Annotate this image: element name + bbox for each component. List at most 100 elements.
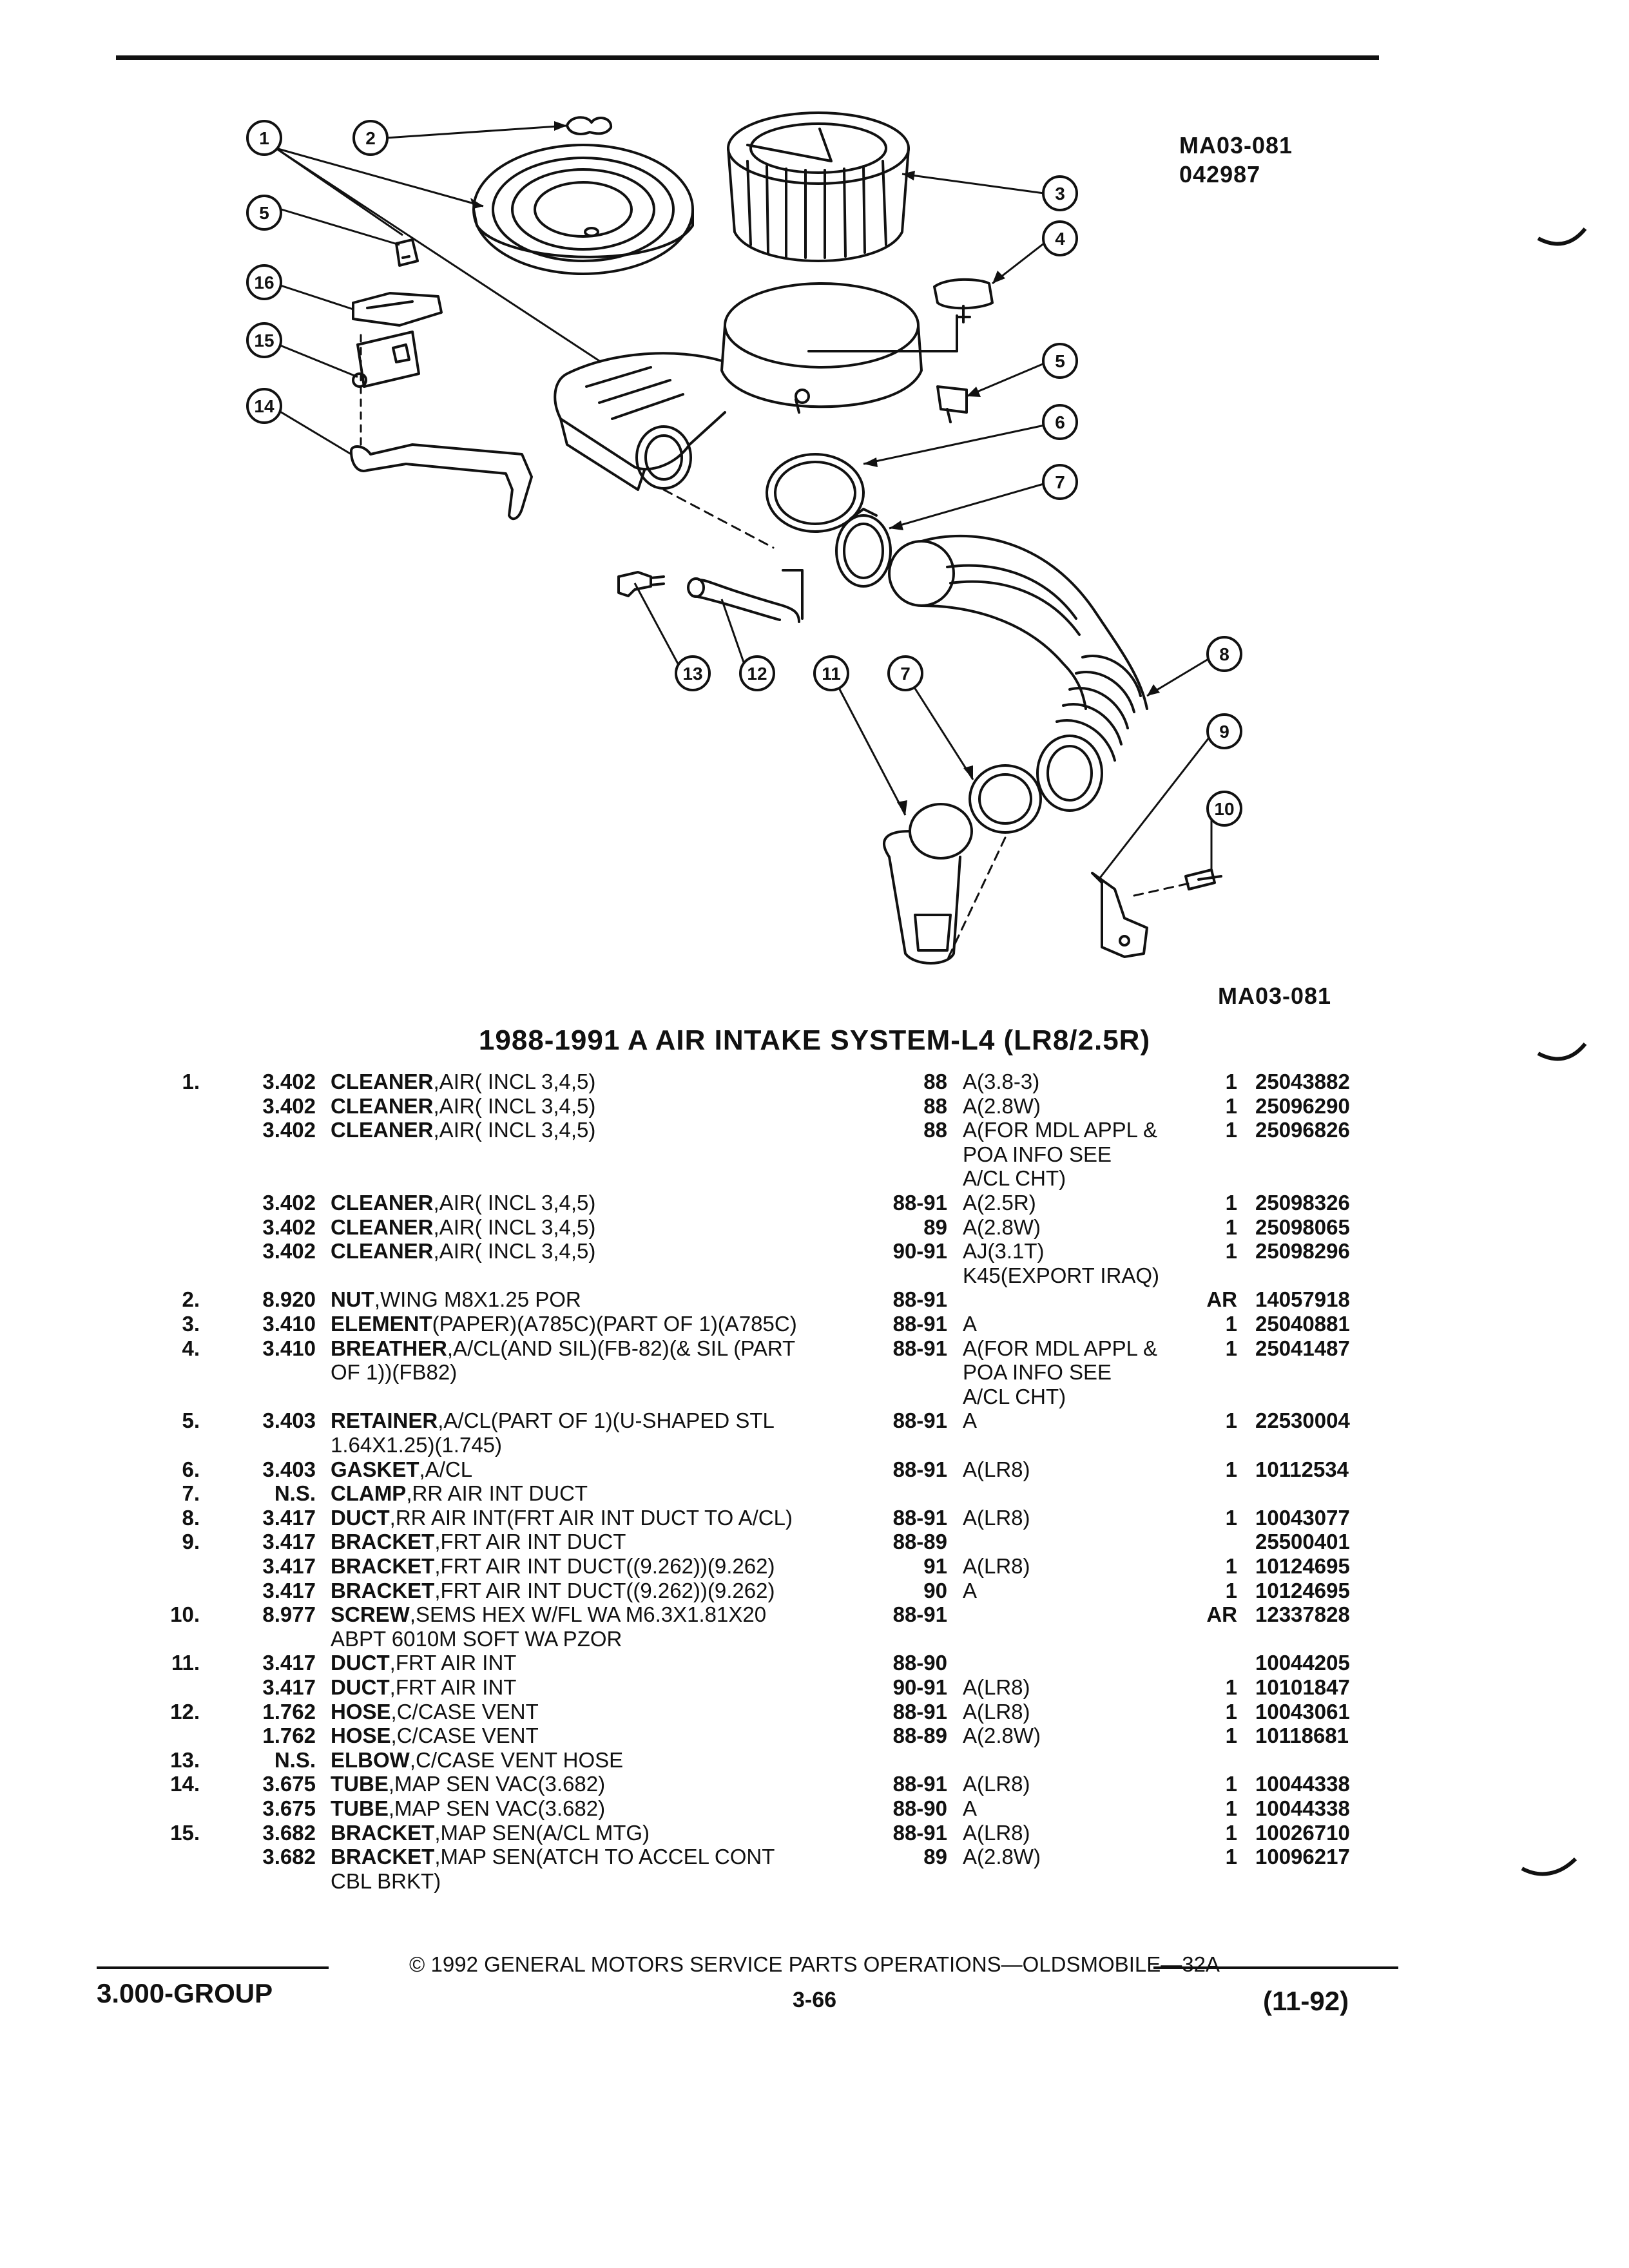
description-continuation: 1.64X1.25)(1.745) — [331, 1433, 503, 1457]
part-name: ELEMENT — [331, 1312, 432, 1336]
table-row: 13.N.S.ELBOW,C/CASE VENT HOSE — [0, 1748, 1629, 1772]
part-description: ELBOW,C/CASE VENT HOSE — [331, 1748, 623, 1772]
part-detail: ,FRT AIR INT DUCT — [434, 1530, 626, 1554]
margin-mark — [1537, 227, 1587, 246]
part-number: 12337828 — [1255, 1602, 1350, 1627]
part-description: TUBE,MAP SEN VAC(3.682) — [331, 1796, 605, 1820]
usage-code: A(FOR MDL APPL & — [963, 1118, 1157, 1142]
quantity: 1 — [1225, 1457, 1237, 1481]
part-description: BRACKET,FRT AIR INT DUCT((9.262))(9.262) — [331, 1554, 775, 1578]
callout-label: 9 — [1219, 722, 1229, 742]
map-sensor-upper-bracket — [352, 292, 443, 327]
quantity: 1 — [1225, 1724, 1237, 1748]
model-years: 88 — [923, 1118, 947, 1142]
item-number: 11. — [171, 1651, 200, 1675]
footer-rule-left — [97, 1966, 329, 1969]
usage-continuation: A/CL CHT) — [963, 1384, 1066, 1408]
part-name: TUBE — [331, 1772, 389, 1796]
part-name: CLEANER — [331, 1070, 434, 1093]
part-number: 10026710 — [1255, 1820, 1350, 1845]
callout-label: 8 — [1219, 644, 1229, 664]
quantity: AR — [1206, 1287, 1237, 1312]
part-description: CLEANER,AIR( INCL 3,4,5) — [331, 1191, 595, 1215]
model-years: 89 — [923, 1845, 947, 1869]
model-years: 88-91 — [892, 1336, 947, 1360]
part-detail: ,SEMS HEX W/FL WA M6.3X1.81X20 — [409, 1602, 767, 1627]
part-detail: ,MAP SEN VAC(3.682) — [388, 1796, 606, 1820]
usage-code: A(LR8) — [963, 1820, 1030, 1845]
table-row: ABPT 6010M SOFT WA PZOR — [0, 1627, 1629, 1651]
part-description: NUT,WING M8X1.25 POR — [331, 1287, 581, 1311]
callout-label: 5 — [1055, 351, 1065, 371]
part-number: 25096290 — [1255, 1093, 1350, 1118]
part-description: CLEANER,AIR( INCL 3,4,5) — [331, 1215, 595, 1239]
table-row: A/CL CHT) — [0, 1385, 1629, 1408]
map-sensor-vacuum-tube — [350, 443, 533, 521]
part-number: 10101847 — [1255, 1675, 1350, 1699]
item-number: 8. — [182, 1505, 200, 1530]
retainer-clip-left — [395, 238, 419, 267]
crankcase-vent-hose — [687, 569, 804, 623]
part-name: BRACKET — [331, 1845, 435, 1869]
part-name: CLAMP — [331, 1481, 407, 1506]
group-number: 3.417 — [262, 1505, 316, 1530]
model-years: 88-91 — [892, 1772, 947, 1796]
part-number: 25098065 — [1255, 1215, 1350, 1239]
part-number: 10044205 — [1255, 1651, 1350, 1675]
usage-code: A(2.8W) — [963, 1215, 1041, 1239]
model-years: 88-91 — [892, 1287, 947, 1312]
usage-code: AJ(3.1T) — [963, 1239, 1045, 1264]
part-description: BREATHER,A/CL(AND SIL)(FB-82)(& SIL (PAR… — [331, 1336, 795, 1360]
part-name: HOSE — [331, 1724, 391, 1748]
footer-date: (11-92) — [1263, 1986, 1349, 2016]
group-number: 3.402 — [262, 1191, 316, 1215]
part-number: 10044338 — [1255, 1796, 1350, 1820]
table-row: 1.64X1.25)(1.745) — [0, 1433, 1629, 1457]
part-detail: ,C/CASE VENT HOSE — [409, 1747, 624, 1772]
model-years: 88-90 — [892, 1796, 947, 1820]
callout-label: 7 — [1055, 472, 1065, 492]
callout-label: 4 — [1055, 229, 1065, 249]
group-number: 3.417 — [262, 1651, 316, 1675]
part-number: 25098296 — [1255, 1239, 1350, 1264]
table-row: 3.682 BRACKET,MAP SEN(ATCH TO ACCEL CONT 8… — [0, 1845, 1629, 1869]
usage-code: A(LR8) — [963, 1675, 1030, 1699]
group-number: 3.682 — [262, 1820, 316, 1845]
group-number: 3.682 — [262, 1845, 316, 1869]
part-detail: ,AIR( INCL 3,4,5) — [433, 1070, 596, 1093]
table-row: 7.N.S.CLAMP,RR AIR INT DUCT — [0, 1481, 1629, 1505]
usage-code: A(LR8) — [963, 1457, 1030, 1481]
callout-label: 12 — [747, 664, 767, 684]
model-years: 88 — [923, 1093, 947, 1118]
duct-bracket — [1091, 872, 1148, 958]
item-number: 9. — [182, 1530, 200, 1554]
model-years: 88-91 — [892, 1820, 947, 1845]
part-number: 25098326 — [1255, 1191, 1350, 1215]
part-number: 10112534 — [1255, 1457, 1349, 1481]
part-name: BRACKET — [331, 1820, 435, 1845]
part-number: 10118681 — [1255, 1724, 1349, 1748]
part-description: BRACKET,FRT AIR INT DUCT((9.262))(9.262) — [331, 1579, 775, 1602]
item-number: 1. — [182, 1070, 200, 1093]
group-number: 3.417 — [262, 1530, 316, 1554]
part-name: ELBOW — [331, 1747, 410, 1772]
model-years: 90-91 — [892, 1239, 947, 1264]
item-number: 7. — [182, 1481, 200, 1506]
group-number: 3.403 — [262, 1408, 316, 1433]
item-number: 3. — [182, 1312, 200, 1336]
callout-label: 7 — [900, 664, 911, 684]
part-number: 10043077 — [1255, 1505, 1350, 1530]
quantity: 1 — [1225, 1336, 1237, 1360]
part-detail: ,FRT AIR INT DUCT((9.262))(9.262) — [434, 1578, 775, 1602]
part-detail: ,MAP SEN(ATCH TO ACCEL CONT — [434, 1845, 775, 1869]
group-number: 3.403 — [262, 1457, 316, 1481]
model-years: 89 — [923, 1215, 947, 1239]
quantity: 1 — [1225, 1093, 1237, 1118]
part-description: CLEANER,AIR( INCL 3,4,5) — [331, 1070, 595, 1093]
part-detail: ,C/CASE VENT — [390, 1699, 539, 1724]
part-description: CLEANER,AIR( INCL 3,4,5) — [331, 1094, 595, 1118]
